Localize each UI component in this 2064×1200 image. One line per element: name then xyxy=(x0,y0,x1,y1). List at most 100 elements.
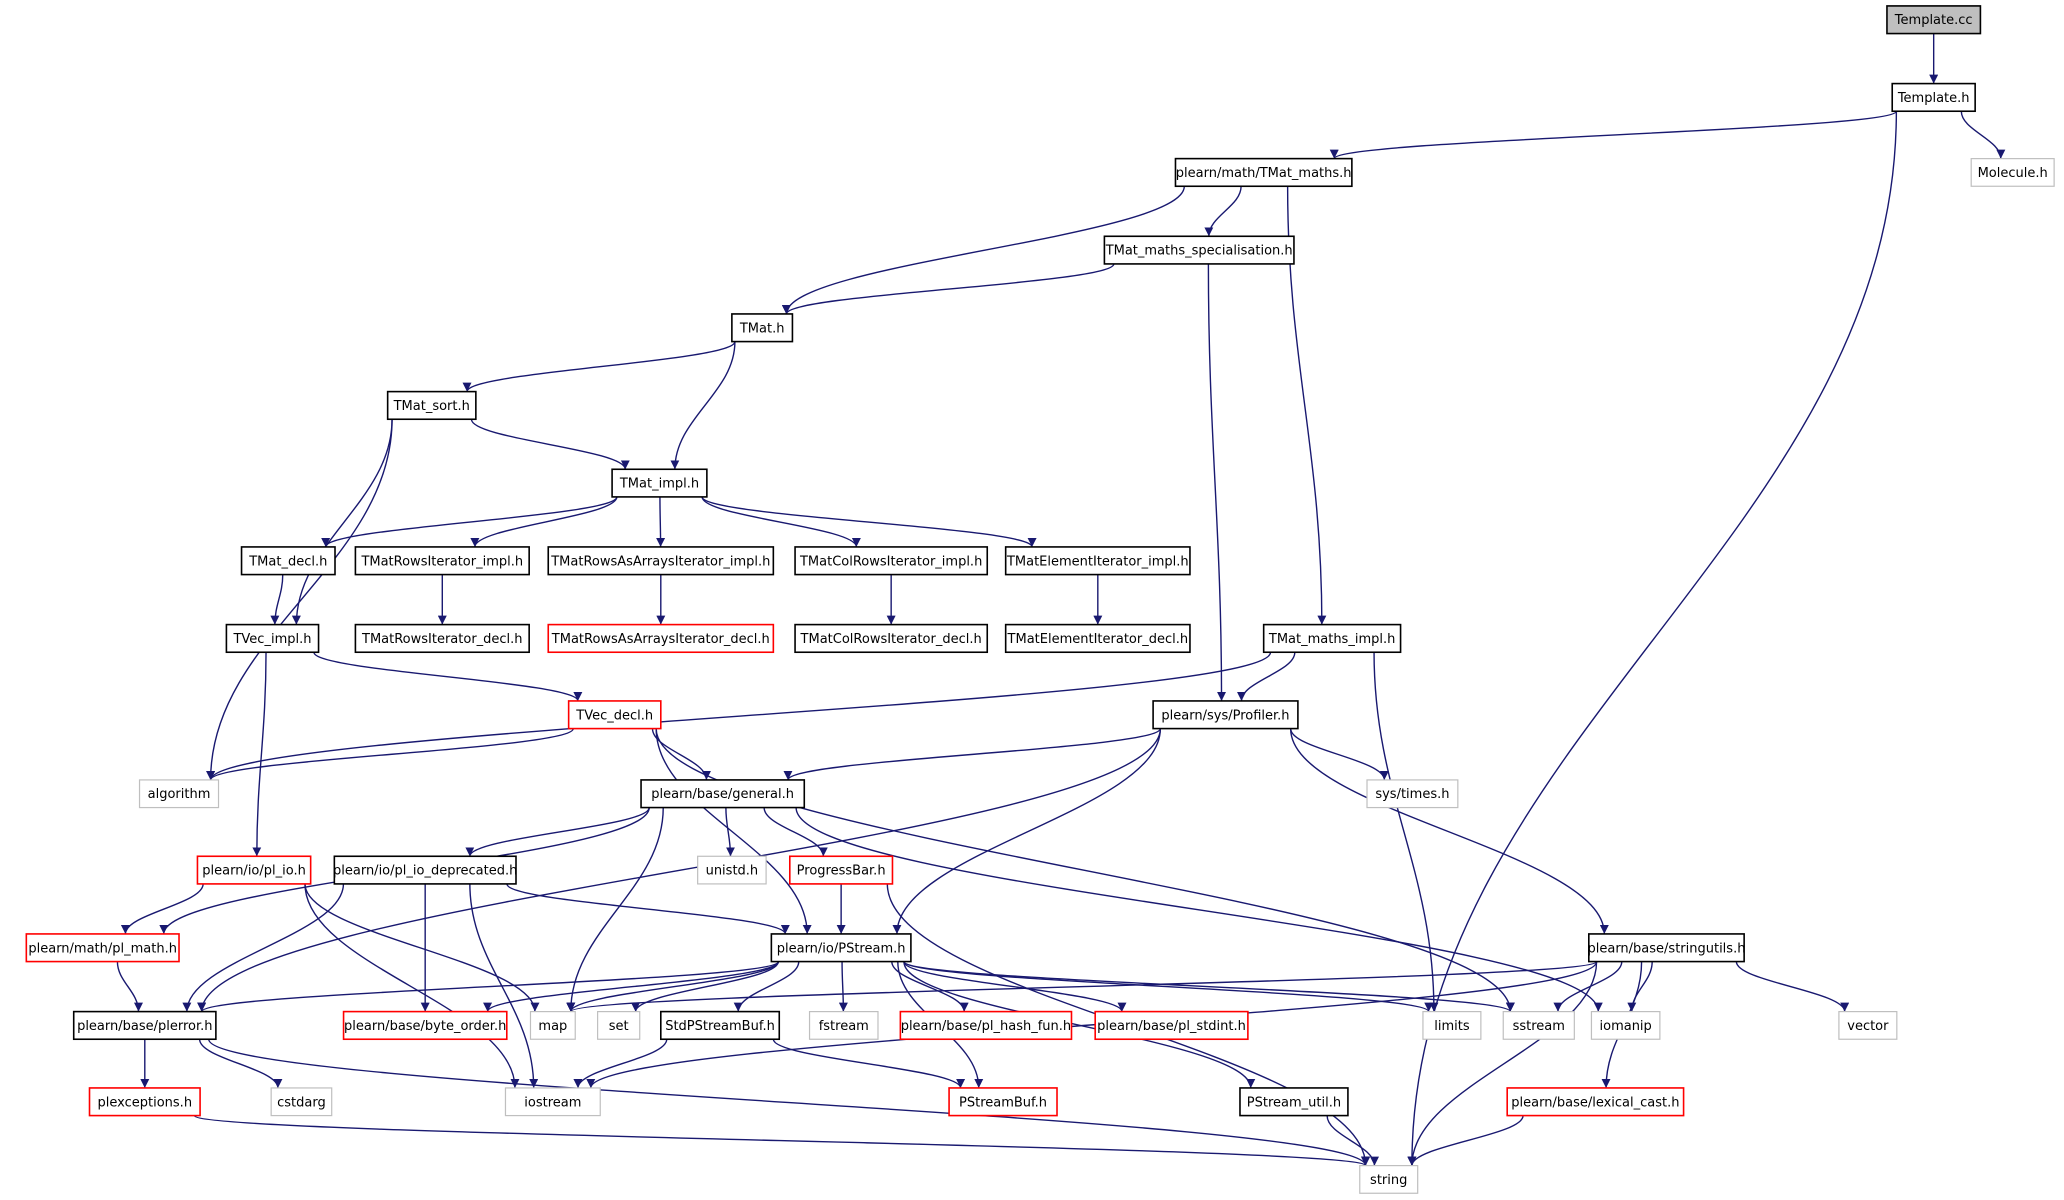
edge-plerror_h-to-cstdarg xyxy=(198,1039,283,1089)
node-sys-times-h[interactable]: sys/times.h xyxy=(1366,779,1459,809)
node-tmat-maths-h[interactable]: plearn/math/TMat_maths.h xyxy=(1174,157,1353,188)
node-label: PStream_util.h xyxy=(1247,1095,1341,1110)
node-tmatcol-impl-h[interactable]: TMatColRowsIterator_impl.h xyxy=(794,546,989,576)
edge-pl_io_h-to-iostream xyxy=(304,883,520,1088)
node-box xyxy=(504,1087,601,1117)
node-cstdarg[interactable]: cstdarg xyxy=(270,1087,333,1117)
node-pstream-h[interactable]: plearn/io/PStream.h xyxy=(770,933,912,963)
node-byte-order-h[interactable]: plearn/base/byte_order.h xyxy=(342,1010,508,1041)
node-progressbar-h[interactable]: ProgressBar.h xyxy=(788,855,894,885)
edge-tmat_maths_spec_h-to-profiler_h xyxy=(1207,263,1227,701)
node-pl-math-h[interactable]: plearn/math/pl_math.h xyxy=(25,933,180,963)
node-sstream[interactable]: sstream xyxy=(1502,1010,1575,1040)
node-algorithm[interactable]: algorithm xyxy=(138,779,220,809)
node-tmat-h[interactable]: TMat.h xyxy=(731,313,794,343)
node-tmatrows-decl-h[interactable]: TMatRowsIterator_decl.h xyxy=(354,623,530,654)
node-profiler-h[interactable]: plearn/sys/Profiler.h xyxy=(1152,700,1299,730)
node-box xyxy=(1506,1087,1685,1117)
node-label: plearn/base/lexical_cast.h xyxy=(1511,1095,1679,1110)
edge-tvec_decl_h-to-sstream xyxy=(655,728,1515,1012)
edge-tmat_sort_h-to-algorithm xyxy=(206,419,393,780)
edge-tmat_maths_h-to-tmat_maths_spec_h xyxy=(1204,186,1242,237)
edge-profiler_h-to-sys_times_h xyxy=(1289,728,1389,781)
edge-profiler_h-to-stringutils_h xyxy=(1289,728,1609,934)
node-set[interactable]: set xyxy=(597,1010,641,1040)
node-unistd-h[interactable]: unistd.h xyxy=(697,855,767,885)
edge-profiler_h-to-pstream_h xyxy=(892,728,1162,934)
node-tmatrowsarr-decl-h[interactable]: TMatRowsAsArraysIterator_decl.h xyxy=(547,623,775,654)
node-box xyxy=(597,1010,641,1040)
edge-template_h-to-string xyxy=(1407,111,1898,1166)
node-limits[interactable]: limits xyxy=(1422,1010,1482,1040)
node-label: TMatRowsAsArraysIterator_impl.h xyxy=(550,554,770,569)
node-iostream[interactable]: iostream xyxy=(504,1087,601,1117)
node-general-h[interactable]: plearn/base/general.h xyxy=(640,779,806,809)
node-label: sstream xyxy=(1513,1019,1565,1034)
edge-pstream_h-to-fstream xyxy=(838,961,848,1012)
node-lexical-cast-h[interactable]: plearn/base/lexical_cast.h xyxy=(1506,1087,1685,1117)
node-label: Template.cc xyxy=(1894,13,1973,28)
node-tmatrowsarr-impl-h[interactable]: TMatRowsAsArraysIterator_impl.h xyxy=(547,546,775,576)
edge-general_h-to-iomanip xyxy=(795,807,1603,1012)
edge-lexical_cast_h-to-string xyxy=(1407,1115,1524,1166)
node-label: string xyxy=(1370,1173,1407,1188)
node-molecule-h[interactable]: Molecule.h xyxy=(1970,158,2055,187)
node-label: plearn/math/TMat_maths.h xyxy=(1176,166,1352,181)
node-label: TMatElementIterator_impl.h xyxy=(1006,554,1189,569)
node-pstreambuf-h[interactable]: PStreamBuf.h xyxy=(948,1087,1058,1117)
edge-pl_io_dep_h-to-plerror_h xyxy=(182,883,345,1012)
node-box xyxy=(270,1087,333,1117)
node-iomanip[interactable]: iomanip xyxy=(1590,1010,1661,1040)
node-pl-stdint-h[interactable]: plearn/base/pl_stdint.h xyxy=(1094,1010,1249,1041)
node-pl-hash-fun-h[interactable]: plearn/base/pl_hash_fun.h xyxy=(899,1010,1073,1041)
edge-pstream_h-to-map xyxy=(566,961,780,1012)
edge-stringutils_h-to-iostream xyxy=(586,961,1598,1089)
node-box xyxy=(1588,933,1745,963)
node-tmat-sort-h[interactable]: TMat_sort.h xyxy=(386,390,477,421)
node-label: plearn/base/plerror.h xyxy=(77,1019,212,1034)
node-pl-io-h[interactable]: plearn/io/pl_io.h xyxy=(196,855,312,885)
node-label: plearn/base/byte_order.h xyxy=(344,1019,506,1034)
node-label: StdPStreamBuf.h xyxy=(665,1019,775,1034)
node-plexceptions-h[interactable]: plexceptions.h xyxy=(88,1087,201,1117)
node-fstream[interactable]: fstream xyxy=(808,1010,879,1040)
edges-layer xyxy=(116,33,2006,1167)
node-tmat-maths-impl-h[interactable]: TMat_maths_impl.h xyxy=(1262,623,1402,654)
node-label: Template.h xyxy=(1897,91,1970,106)
node-tvec-decl-h[interactable]: TVec_decl.h xyxy=(567,700,662,730)
node-plerror-h[interactable]: plearn/base/plerror.h xyxy=(72,1010,217,1041)
node-tmat-maths-spec-h[interactable]: TMat_maths_specialisation.h xyxy=(1103,235,1295,265)
node-string[interactable]: string xyxy=(1359,1165,1419,1194)
node-tmatrows-impl-h[interactable]: TMatRowsIterator_impl.h xyxy=(354,546,530,576)
edge-profiler_h-to-plerror_h xyxy=(197,728,1162,1012)
node-label: TMat_decl.h xyxy=(248,554,327,569)
node-box xyxy=(640,779,806,809)
node-label: iomanip xyxy=(1600,1019,1652,1034)
node-template-h[interactable]: Template.h xyxy=(1891,82,1976,113)
node-tmat-impl-h[interactable]: TMat_impl.h xyxy=(611,468,708,498)
node-label: plearn/base/general.h xyxy=(651,787,794,802)
edge-pstream_h-to-plerror_h xyxy=(197,960,780,1013)
node-tmatcol-decl-h[interactable]: TMatColRowsIterator_decl.h xyxy=(794,623,989,654)
node-box xyxy=(138,779,220,809)
node-tvec-impl-h[interactable]: TVec_impl.h xyxy=(225,623,320,654)
node-stringutils-h[interactable]: plearn/base/stringutils.h xyxy=(1587,933,1745,963)
node-tmatelem-impl-h[interactable]: TMatElementIterator_impl.h xyxy=(1004,546,1191,576)
edge-general_h-to-unistd_h xyxy=(725,807,735,857)
edge-tvec_impl_h-to-pl_io_h xyxy=(252,652,267,857)
node-label: cstdarg xyxy=(277,1095,326,1110)
node-pl-io-dep-h[interactable]: plearn/io/pl_io_deprecated.h xyxy=(333,855,517,885)
node-tmat-decl-h[interactable]: TMat_decl.h xyxy=(240,546,336,576)
edge-stringutils_h-to-string xyxy=(1407,961,1598,1166)
node-vector[interactable]: vector xyxy=(1838,1010,1898,1040)
node-map[interactable]: map xyxy=(529,1010,576,1040)
node-template-cc[interactable]: Template.cc xyxy=(1886,5,1982,35)
node-label: TMatColRowsIterator_impl.h xyxy=(799,554,982,569)
node-stdpstreambuf-h[interactable]: StdPStreamBuf.h xyxy=(659,1010,781,1041)
node-tmatelem-decl-h[interactable]: TMatElementIterator_decl.h xyxy=(1004,623,1191,654)
node-box xyxy=(1590,1010,1661,1040)
edge-tmat_sort_h-to-tvec_impl_h xyxy=(291,419,393,625)
node-pstream-util-h[interactable]: PStream_util.h xyxy=(1239,1087,1349,1117)
